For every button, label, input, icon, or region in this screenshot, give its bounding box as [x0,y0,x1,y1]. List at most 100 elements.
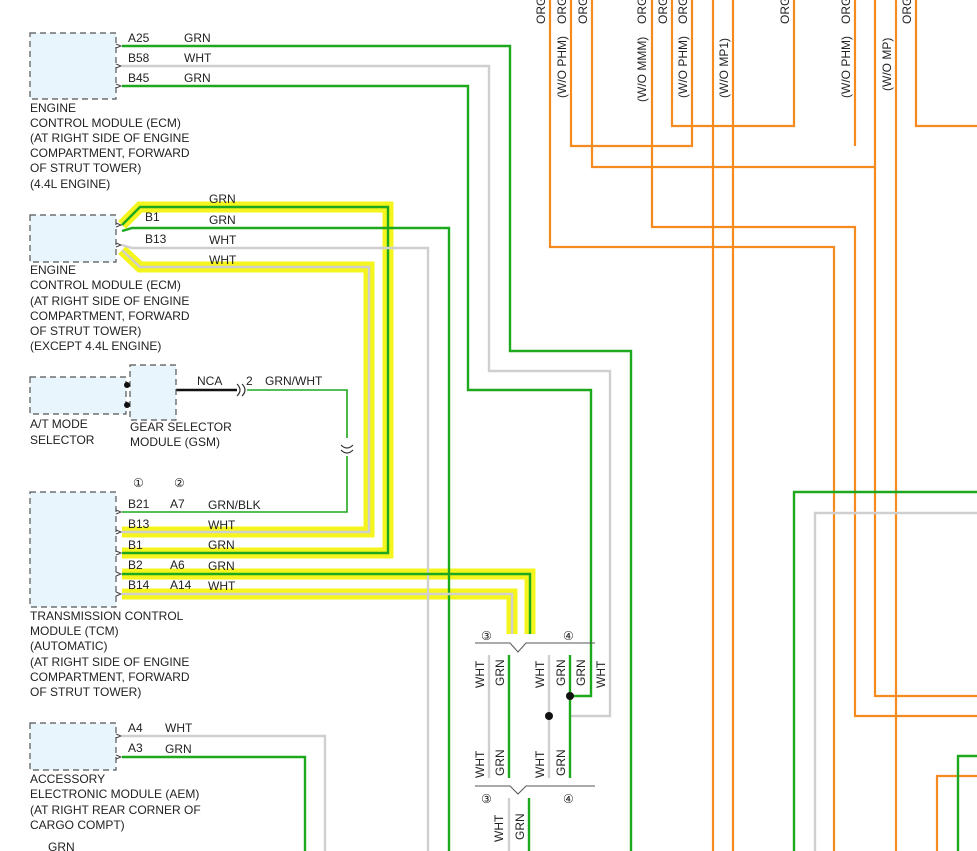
tcm-label-6: OF STRUT TOWER) [30,685,141,699]
wire-ecm2-wht-outer [121,249,371,534]
top-label-3: ORG [555,0,569,24]
top-label-6: ORG [635,0,649,24]
tcm-pin1-4: B2 [128,558,143,572]
tcm-pin2-1: A7 [170,497,185,511]
atms-box [29,376,127,415]
wire-org-1 [548,0,836,851]
tcm-wire-1: GRN/BLK [208,498,261,512]
splice-upper-wire-2: GRN [493,659,507,686]
gsm-wire-out: GRN/WHT [265,374,323,388]
wire-tcm-b14 [122,592,514,634]
splice-upper-right-num: ④ [563,629,574,643]
aem-label-3: (AT RIGHT REAR CORNER OF [30,803,201,817]
splice-lower-wire-3: WHT [533,750,547,778]
wire-ecm1-a25 [122,44,633,851]
tcm-variant-1: ① [133,476,144,490]
tcm-pin1-2: B13 [128,517,150,531]
tcm-wire-4: GRN [208,559,235,573]
ecm2-label-5: OF STRUT TOWER) [30,324,141,338]
splice-upper-wire-5: GRN [574,659,588,686]
wire-ecm2-b13 [121,243,430,851]
wire-right-grn [792,490,977,851]
ecm2-box [29,214,117,263]
ecm1-wire-3: GRN [184,71,211,85]
ecm1-pin-3: B45 [128,71,150,85]
ecm2-wire-b13: WHT [209,233,237,247]
ecm1-label-5: OF STRUT TOWER) [30,161,141,175]
splice-upper-bracket [475,642,595,653]
ecm2-pin-b13: B13 [145,232,167,246]
wire-gsm-grnwht [247,389,348,438]
ecm2-wire-outer-grn: GRN [209,192,236,206]
top-label-5: (W/O MMM) [635,37,649,102]
top-label-14: (W/O MP) [880,38,894,91]
ecm1-label-6: (4.4L ENGINE) [30,177,110,191]
splice-lower-wire-4: GRN [554,749,568,776]
tcm-wire-3: GRN [208,538,235,552]
splice-upper-wire-3: WHT [533,660,547,688]
splice-lower-bracket [475,785,595,795]
tcm-label-4: (AT RIGHT SIDE OF ENGINE [30,655,189,669]
top-label-9: (W/O MP1) [717,38,731,98]
aem-pin-2: A3 [128,741,143,755]
wire-aem-a3 [122,755,307,851]
tcm-wire-5: WHT [208,579,236,593]
tcm-pin1-5: B14 [128,578,150,592]
connector-pins [115,43,123,760]
wire-org-11 [914,0,977,128]
tcm-label-2: MODULE (TCM) [30,624,119,638]
top-label-15: ORG [900,0,914,24]
ecm1-label-1: ENGINE [30,101,76,115]
ecm1-label-2: CONTROL MODULE (ECM) [30,116,181,130]
splice-upper-wire-1: WHT [473,660,487,688]
ecm2-pin-b1: B1 [145,210,160,224]
splice-upper-wire-4: GRN [554,659,568,686]
gsm-label-1: GEAR SELECTOR [130,420,232,434]
ecm2-wire-outer-wht: WHT [209,253,237,267]
splice-lower-right-num: ④ [563,792,574,806]
tcm-label-3: (AUTOMATIC) [30,639,108,653]
atms-terminal-1 [124,382,130,388]
top-label-11: ORG [778,0,792,24]
top-label-13: ORG [839,0,853,24]
bottom-wire-wht: WHT [492,814,506,842]
top-label-4: ORG [576,0,590,24]
aem-label-4: CARGO COMPT) [30,818,125,832]
wire-aem-a4 [122,734,327,851]
connector-symbol-inline [340,444,354,454]
splice-upper-wire-6: WHT [594,660,608,688]
top-label-2: (W/O PHM) [555,36,569,98]
tcm-label-1: TRANSMISSION CONTROL [30,609,184,623]
tcm-pin2-4: A6 [170,558,185,572]
wire-grnblk [122,456,348,513]
ecm2-label-3: (AT RIGHT SIDE OF ENGINE [30,294,189,308]
ecm1-pin-1: A25 [128,31,150,45]
aem-label-1: ACCESSORY [30,772,105,786]
tcm-variant-2: ② [174,476,185,490]
tcm-wire-2: WHT [208,518,236,532]
splice-upper-left-num: ③ [481,629,492,643]
splice-dot-1 [566,692,574,700]
top-label-1: ORG [534,0,548,24]
ecm1-label-4: COMPARTMENT, FORWARD [30,146,190,160]
wire-org-2 [569,0,694,148]
gsm-wire-nca: NCA [197,374,222,388]
wire-ecm2-grn-outer [121,205,390,555]
atms-label-1: A/T MODE [30,417,88,431]
tcm-pin2-5: A14 [170,578,192,592]
top-label-8: ORG [656,0,670,24]
tcm-pin1-1: B21 [128,497,150,511]
wire-right-grn-2 [956,754,977,851]
ecm2-label-1: ENGINE [30,263,76,277]
atms-terminal-2 [124,402,130,408]
ecm2-label-4: COMPARTMENT, FORWARD [30,309,190,323]
splice-dot-2 [545,712,553,720]
aem-bottom-wire: GRN [48,840,75,851]
splice-lower-left-num: ③ [481,792,492,806]
gsm-pin: 2 [246,374,253,388]
bottom-wire-grn: GRN [513,813,527,840]
aem-label-2: ELECTRONIC MODULE (AEM) [30,787,199,801]
gsm-label-2: MODULE (GSM) [130,435,220,449]
aem-pin-1: A4 [128,721,143,735]
